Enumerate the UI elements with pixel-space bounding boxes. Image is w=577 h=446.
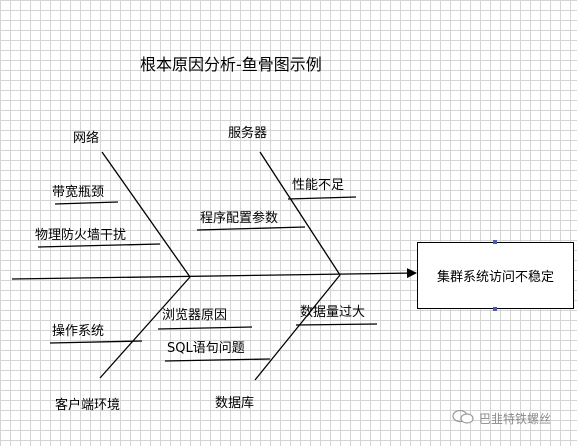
category-database: 数据库 — [215, 396, 255, 411]
effect-box[interactable]: 集群系统访问不稳定 — [417, 242, 574, 309]
underline-browser — [157, 326, 253, 330]
category-client: 客户端环境 — [55, 398, 121, 413]
cause-browser: 浏览器原因 — [162, 308, 228, 323]
bone-network — [101, 151, 191, 278]
underline-data-volume — [295, 323, 378, 326]
cause-firewall: 物理防火墙干扰 — [35, 228, 127, 243]
underline-bandwidth — [54, 201, 119, 205]
underline-sql — [164, 358, 271, 362]
spine-line — [11, 268, 417, 280]
wechat-icon — [452, 410, 474, 424]
cause-sql: SQL语句问题 — [167, 341, 245, 356]
underline-performance — [287, 196, 357, 200]
bone-client — [99, 276, 191, 379]
cause-data-volume: 数据量过大 — [300, 305, 366, 320]
cause-bandwidth: 带宽瓶颈 — [52, 185, 105, 200]
category-server: 服务器 — [228, 126, 268, 141]
bone-database — [254, 274, 341, 381]
underline-os — [49, 340, 143, 344]
bone-server — [259, 151, 341, 276]
underline-config — [196, 226, 306, 231]
resize-handle-top[interactable] — [493, 240, 497, 244]
cause-performance: 性能不足 — [292, 178, 345, 193]
underline-firewall — [37, 243, 161, 248]
watermark-text: 巴韭特铁螺丝 — [479, 412, 552, 426]
resize-handle-bottom[interactable] — [493, 307, 497, 311]
cause-config: 程序配置参数 — [200, 211, 279, 226]
effect-label: 集群系统访问不稳定 — [436, 270, 554, 285]
cause-os: 操作系统 — [52, 324, 105, 339]
category-network: 网络 — [73, 131, 100, 146]
diagram-title: 根本原因分析-鱼骨图示例 — [140, 55, 322, 74]
